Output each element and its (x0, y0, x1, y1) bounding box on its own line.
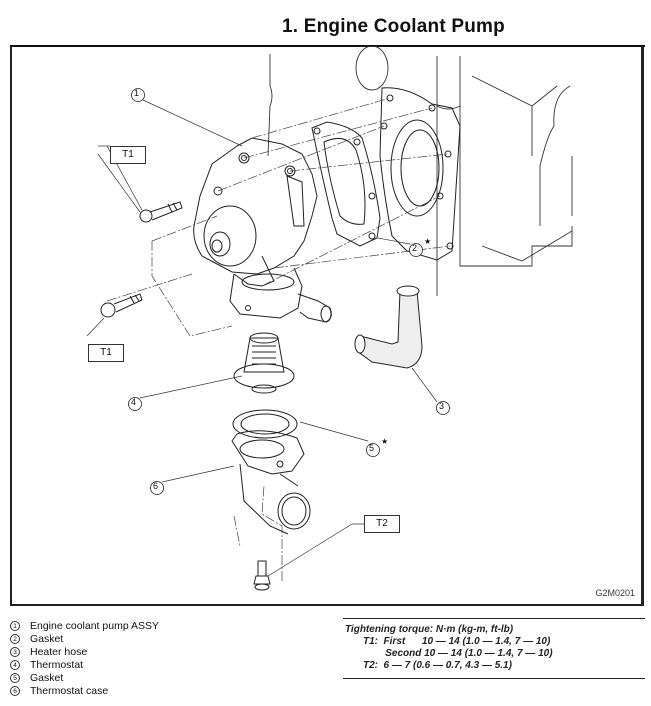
exploded-diagram: 1 2 ★ 3 4 5 ★ 6 T1 T1 T2 G2M0201 (10, 46, 644, 606)
parts-legend: 1 Engine coolant pump ASSY 2 Gasket 3 He… (10, 619, 159, 697)
callout-circle-4 (128, 397, 142, 411)
callout-circle-6 (150, 481, 164, 495)
thermostat-4 (233, 332, 295, 394)
diagram-drawing (86, 46, 573, 591)
torque-t1-second: Second 10 — 14 (1.0 — 1.4, 7 — 10) (363, 648, 553, 659)
legend-item: 4 Thermostat (10, 658, 159, 671)
legend-text: Gasket (30, 671, 64, 684)
legend-item: 2 Gasket (10, 632, 159, 645)
torque-rule-top (343, 618, 645, 619)
legend-text: Gasket (30, 632, 64, 645)
torque-rule-bottom (343, 678, 645, 679)
leader-lines (86, 99, 438, 577)
legend-number: 6 (10, 685, 20, 696)
callout-2: 2 (412, 243, 418, 253)
torque-tag-t2: T2 (364, 515, 400, 533)
torque-tag-t1-upper: T1 (110, 146, 146, 164)
callout-4: 4 (131, 397, 137, 407)
title-rule (10, 45, 645, 47)
bolt-t1-upper (139, 201, 183, 223)
callout-1: 1 (134, 88, 140, 98)
torque-spec-box: Tightening torque: N·m (kg-m, ft-lb) T1:… (343, 618, 645, 679)
legend-number: 4 (10, 659, 20, 670)
legend-number: 1 (10, 620, 20, 631)
bolt-t2 (253, 560, 271, 591)
engine-block (267, 46, 573, 296)
gasket-5 (232, 409, 298, 439)
heater-hose-3 (354, 285, 423, 369)
legend-item: 1 Engine coolant pump ASSY (10, 619, 159, 632)
page-title: 1. Engine Coolant Pump (282, 16, 505, 37)
callout-5-star: ★ (381, 437, 389, 446)
callout-5: 5 (369, 443, 375, 453)
bolt-t1-lower (100, 293, 143, 318)
callout-circle-2 (409, 243, 423, 257)
legend-text: Thermostat case (30, 684, 109, 697)
coolant-pump (193, 137, 332, 323)
torque-tag-t1-lower: T1 (88, 344, 124, 362)
legend-number: 3 (10, 646, 20, 657)
legend-text: Heater hose (30, 645, 88, 658)
torque-t1-first: T1: First 10 — 14 (1.0 — 1.4, 7 — 10) (363, 636, 551, 647)
legend-item: 6 Thermostat case (10, 684, 159, 697)
legend-text: Engine coolant pump ASSY (30, 619, 160, 632)
callout-circle-1 (131, 88, 145, 102)
callout-6: 6 (153, 481, 159, 491)
block-flange (379, 87, 461, 261)
callout-2-star: ★ (424, 237, 432, 246)
gasket-2 (311, 121, 381, 247)
callout-circle-5 (366, 443, 380, 457)
legend-number: 5 (10, 672, 20, 683)
figure-code: G2M0201 (595, 588, 635, 598)
thermostat-case-6 (231, 430, 311, 535)
torque-heading: Tightening torque: N·m (kg-m, ft-lb) (345, 624, 514, 635)
legend-item: 3 Heater hose (10, 645, 159, 658)
legend-text: Thermostat (30, 658, 84, 671)
callout-circle-3 (436, 401, 450, 415)
guide-lines (106, 97, 451, 581)
legend-item: 5 Gasket (10, 671, 159, 684)
callout-3: 3 (439, 401, 445, 411)
legend-number: 2 (10, 633, 20, 644)
callout-markers (128, 88, 450, 495)
torque-t2: T2: 6 — 7 (0.6 — 0.7, 4.3 — 5.1) (363, 660, 512, 671)
